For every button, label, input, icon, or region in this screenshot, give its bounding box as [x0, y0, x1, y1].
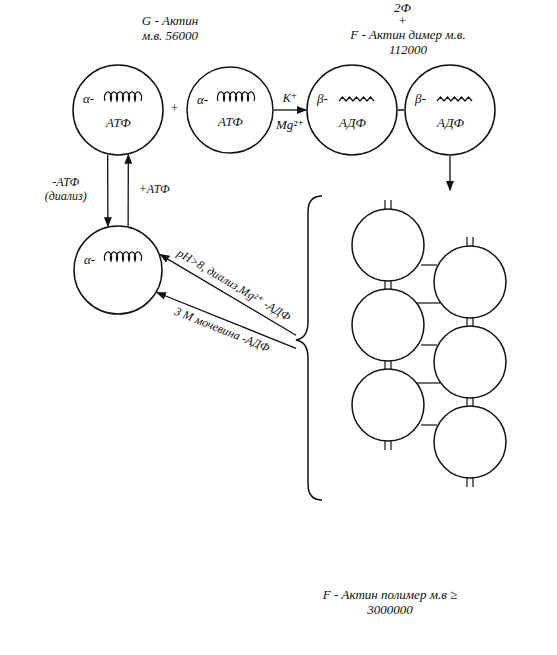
annotation: Mg²⁺ — [276, 118, 304, 133]
actin-subunit: β- АДФ — [306, 64, 398, 156]
chain-type: α- — [84, 253, 95, 268]
actin-subunit: β- АДФ — [404, 64, 496, 156]
reaction-arrow — [127, 155, 129, 226]
alpha-helix — [105, 92, 142, 101]
chain-type: β- — [415, 92, 426, 107]
group-heading: F - Актин полимер м.в ≥ 3000000 — [320, 588, 460, 618]
circle-outline — [73, 225, 163, 315]
circle-outline — [306, 64, 398, 156]
arrow-label: 3 М мочевина -АДФ — [171, 305, 274, 357]
annotation: + — [398, 14, 407, 29]
circle-border — [73, 65, 163, 155]
actin-subunit: α- — [73, 225, 163, 315]
polymer-group: F - Актин полимер м.в ≥ 3000000 — [296, 190, 530, 630]
nucleotide-label: АТФ — [106, 116, 131, 131]
reaction-arrow — [449, 156, 450, 190]
bracket — [296, 196, 322, 500]
reaction-arrow — [107, 155, 109, 226]
circle-border — [187, 67, 273, 153]
polymer-subunits — [352, 209, 506, 478]
reaction-arrow — [157, 293, 296, 349]
dimer-bond — [398, 109, 404, 111]
beta-strand — [437, 97, 472, 101]
arrow-label: K⁺ — [281, 92, 299, 106]
actin-subunit: α- АТФ — [186, 66, 274, 154]
circle-outline — [186, 66, 274, 154]
circle-border — [307, 65, 397, 155]
circle-outline — [72, 64, 164, 156]
nucleotide-label: АДФ — [437, 116, 464, 131]
arrow-label: +АТФ — [137, 184, 172, 198]
arrow-label: -АТФ (диализ) — [31, 177, 101, 205]
polymer-links — [385, 200, 473, 487]
annotation: + — [170, 101, 179, 116]
actin-subunit: α- АТФ — [72, 64, 164, 156]
circle-border — [74, 226, 162, 314]
chain-type: β- — [317, 92, 328, 107]
reaction-arrow — [160, 255, 296, 336]
alpha-helix — [105, 252, 142, 261]
annotation: G - Актин м.в. 56000 — [132, 14, 208, 44]
beta-strand — [339, 97, 374, 101]
circle-border — [405, 65, 495, 155]
circle-outline — [404, 64, 496, 156]
nucleotide-label: АДФ — [339, 116, 366, 131]
reaction-arrow — [274, 109, 306, 110]
annotation: F - Актин димер м.в. 112000 — [348, 28, 468, 58]
chain-type: α- — [83, 92, 94, 107]
alpha-helix — [218, 92, 255, 101]
nucleotide-label: АТФ — [218, 115, 243, 130]
chain-type: α- — [197, 93, 208, 108]
